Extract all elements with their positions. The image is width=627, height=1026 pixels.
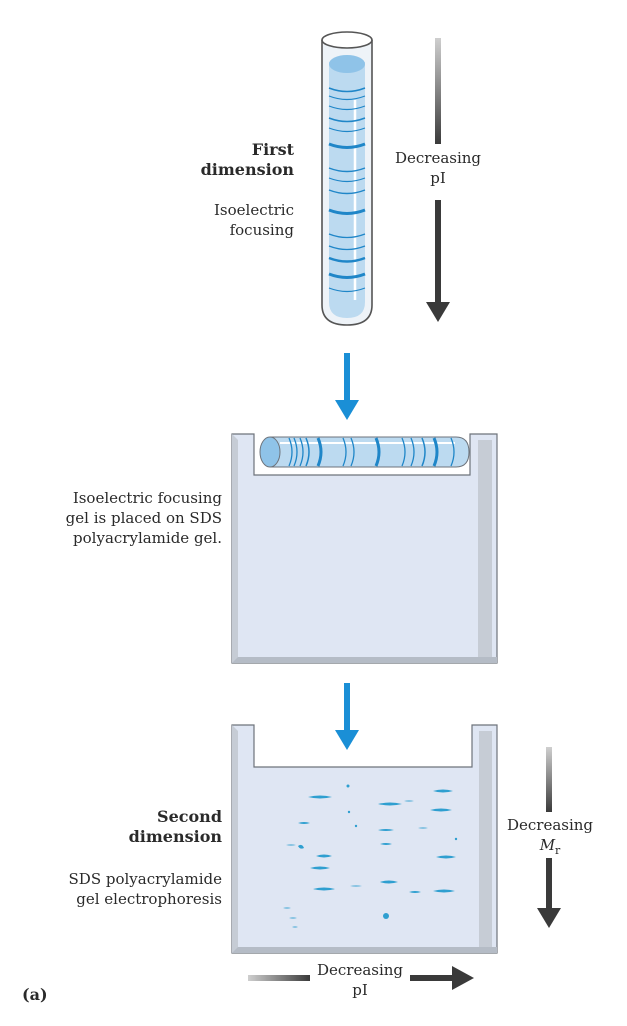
transfer-caption-line3: polyacrylamide gel. xyxy=(73,529,222,547)
first-dimension-title-line2: dimension xyxy=(200,160,294,179)
second-dimension-method-line1: SDS polyacrylamide xyxy=(68,870,222,888)
transfer-caption: Isoelectric focusing gel is placed on SD… xyxy=(20,488,222,548)
second-dimension-arrow-label-line2: Mr xyxy=(496,835,604,861)
transfer-caption-line2: gel is placed on SDS xyxy=(65,509,222,527)
first-dimension-method: Isoelectric focusing xyxy=(150,200,294,240)
first-dimension-title: First dimension xyxy=(150,140,294,180)
process-arrow-2 xyxy=(335,683,359,750)
protein-spots xyxy=(283,784,458,928)
ief-tube-bands xyxy=(328,87,366,293)
first-dimension-arrow-label: Decreasing pI xyxy=(380,148,496,188)
transfer-caption-line1: Isoelectric focusing xyxy=(72,489,222,507)
first-dimension-title-line1: First xyxy=(251,140,294,159)
first-dimension-arrow-label-line2: pI xyxy=(430,169,446,187)
bottom-arrow-label-line1: Decreasing xyxy=(316,961,404,979)
decreasing-pi-arrow-horizontal xyxy=(248,966,474,990)
second-dimension-arrow-label-line1: Decreasing xyxy=(506,816,594,834)
first-dimension-method-line1: Isoelectric xyxy=(213,201,294,219)
bottom-arrow-label-line2: pI xyxy=(352,981,368,999)
mr-subscript: r xyxy=(555,844,561,857)
second-dimension-gel xyxy=(231,724,498,954)
horizontal-ief-tube xyxy=(259,436,470,468)
second-dimension-title-line2: dimension xyxy=(128,827,222,846)
slab-gel-with-tube xyxy=(231,433,498,664)
first-dimension-method-line2: focusing xyxy=(229,221,294,239)
second-dimension-arrow-label: Decreasing Mr xyxy=(496,815,604,861)
second-dimension-title-line1: Second xyxy=(157,807,222,826)
decreasing-pi-arrow-vertical xyxy=(426,38,450,322)
process-arrow-1 xyxy=(335,353,359,420)
ief-tube xyxy=(321,31,373,326)
decreasing-mr-arrow xyxy=(537,747,561,928)
bottom-arrow-label: Decreasing pI xyxy=(306,960,414,1000)
second-dimension-title: Second dimension xyxy=(60,807,222,847)
panel-label: (a) xyxy=(22,985,48,1004)
mr-symbol: M xyxy=(539,836,556,854)
second-dimension-method-line2: gel electrophoresis xyxy=(76,890,222,908)
first-dimension-arrow-label-line1: Decreasing xyxy=(394,149,482,167)
second-dimension-method: SDS polyacrylamide gel electrophoresis xyxy=(20,869,222,909)
